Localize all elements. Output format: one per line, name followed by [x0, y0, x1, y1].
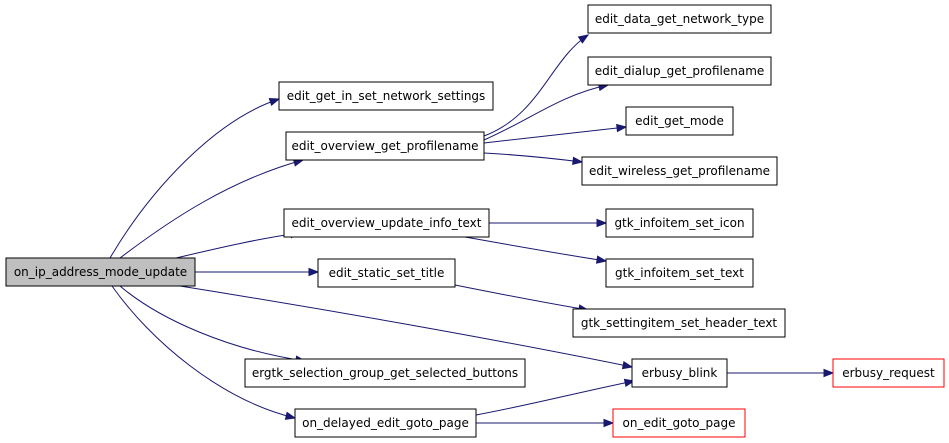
node-label: edit_get_in_set_network_settings: [287, 89, 486, 103]
node-box[interactable]: [317, 258, 456, 288]
node-edit-dialup-get-profilename[interactable]: edit_dialup_get_profilename: [587, 56, 772, 86]
node-label: erbusy_request: [842, 366, 935, 380]
edge-arrowhead: [308, 267, 320, 277]
node-label: edit_static_set_title: [329, 266, 445, 280]
edge-arrowhead: [572, 156, 584, 166]
node-label: edit_overview_get_profilename: [291, 139, 478, 153]
node-box[interactable]: [631, 358, 728, 388]
edge-line: [111, 285, 296, 419]
node-edit-static-set-title[interactable]: edit_static_set_title: [317, 258, 456, 288]
node-box[interactable]: [605, 258, 754, 288]
edge-n0-to-n12: [119, 285, 307, 364]
edge-arrowhead: [284, 411, 297, 420]
node-label: on_edit_goto_page: [623, 416, 736, 430]
edge-n13-to-n14: [727, 368, 835, 378]
node-label: gtk_infoitem_set_icon: [614, 216, 744, 230]
node-box[interactable]: [581, 156, 778, 186]
edge-n7-to-n9: [464, 236, 608, 264]
node-label: edit_dialup_get_profilename: [595, 64, 765, 78]
node-box[interactable]: [294, 408, 477, 438]
node-label: on_delayed_edit_goto_page: [302, 416, 469, 430]
edge-line: [179, 285, 633, 368]
node-edit-get-mode[interactable]: edit_get_mode: [625, 106, 734, 136]
edges-layer: [109, 34, 835, 428]
edge-n2-to-n3: [483, 34, 590, 137]
node-box[interactable]: [587, 56, 772, 86]
node-box[interactable]: [605, 208, 754, 238]
node-edit-overview-update-info-text[interactable]: edit_overview_update_info_text: [283, 208, 490, 238]
node-label: edit_get_mode: [635, 114, 724, 128]
edge-n10-to-n11: [454, 284, 590, 313]
node-label: edit_data_get_network_type: [595, 12, 764, 26]
node-on-edit-goto-page[interactable]: on_edit_goto_page: [612, 408, 746, 438]
node-label: ergtk_selection_group_get_selected_butto…: [252, 366, 518, 380]
edge-line: [464, 236, 607, 262]
node-on-ip-address-mode-update[interactable]: on_ip_address_mode_update: [5, 257, 196, 287]
edge-line: [483, 152, 583, 163]
edge-n2-to-n6: [483, 152, 584, 166]
edge-line: [483, 34, 589, 137]
node-box[interactable]: [244, 358, 526, 388]
edge-line: [483, 84, 609, 141]
edge-line: [454, 284, 589, 311]
node-edit-wireless-get-profilename[interactable]: edit_wireless_get_profilename: [581, 156, 778, 186]
edge-line: [109, 98, 280, 259]
node-ergtk-selection-group-get-selected-buttons[interactable]: ergtk_selection_group_get_selected_butto…: [244, 358, 526, 388]
edge-line: [119, 159, 304, 259]
edge-line: [483, 126, 627, 144]
edge-n0-to-n7: [175, 229, 302, 259]
node-label: gtk_infoitem_set_text: [615, 266, 744, 280]
edge-n0-to-n15: [111, 285, 297, 420]
edge-n2-to-n5: [483, 123, 628, 144]
node-box[interactable]: [283, 208, 490, 238]
node-edit-get-in-set-network-settings[interactable]: edit_get_in_set_network_settings: [278, 81, 494, 111]
edge-n7-to-n8: [489, 218, 608, 228]
node-erbusy-request[interactable]: erbusy_request: [832, 358, 945, 388]
node-box[interactable]: [285, 131, 485, 161]
node-on-delayed-edit-goto-page[interactable]: on_delayed_edit_goto_page: [294, 408, 477, 438]
edge-arrowhead: [596, 218, 608, 228]
node-box[interactable]: [5, 257, 196, 287]
edge-arrowhead: [577, 34, 590, 44]
edge-arrowhead: [268, 97, 281, 106]
nodes-layer: on_ip_address_mode_update edit_get_in_set…: [5, 4, 945, 438]
edge-n0-to-n10: [195, 267, 320, 277]
node-gtk-infoitem-set-icon[interactable]: gtk_infoitem_set_icon: [605, 208, 754, 238]
node-label: on_ip_address_mode_update: [14, 265, 187, 279]
edge-arrowhead: [595, 255, 608, 264]
node-gtk-infoitem-set-text[interactable]: gtk_infoitem_set_text: [605, 258, 754, 288]
node-edit-overview-get-profilename[interactable]: edit_overview_get_profilename: [285, 131, 485, 161]
node-box[interactable]: [832, 358, 945, 388]
node-box[interactable]: [625, 106, 734, 136]
edge-arrowhead: [823, 368, 835, 378]
node-box[interactable]: [278, 81, 494, 111]
edge-arrowhead: [616, 123, 628, 133]
edge-arrowhead: [621, 360, 634, 370]
edge-n0-to-n13: [179, 285, 634, 370]
node-gtk-settingitem-set-header-text[interactable]: gtk_settingitem_set_header_text: [572, 308, 786, 338]
node-erbusy-blink[interactable]: erbusy_blink: [631, 358, 728, 388]
node-box[interactable]: [572, 308, 786, 338]
node-label: gtk_settingitem_set_header_text: [581, 316, 778, 330]
node-edit-data-get-network-type[interactable]: edit_data_get_network_type: [587, 4, 772, 34]
edge-arrowhead: [603, 418, 615, 428]
node-label: edit_overview_update_info_text: [292, 216, 482, 230]
node-box[interactable]: [612, 408, 746, 438]
edge-line: [475, 380, 635, 416]
edge-n0-to-n2: [119, 158, 305, 259]
edge-n0-to-n1: [109, 97, 281, 259]
node-box[interactable]: [587, 4, 772, 34]
node-label: erbusy_blink: [642, 366, 718, 380]
node-label: edit_wireless_get_profilename: [589, 164, 770, 178]
edge-line: [119, 285, 306, 362]
edge-line: [175, 232, 301, 259]
edge-n15-to-n16: [476, 418, 615, 428]
